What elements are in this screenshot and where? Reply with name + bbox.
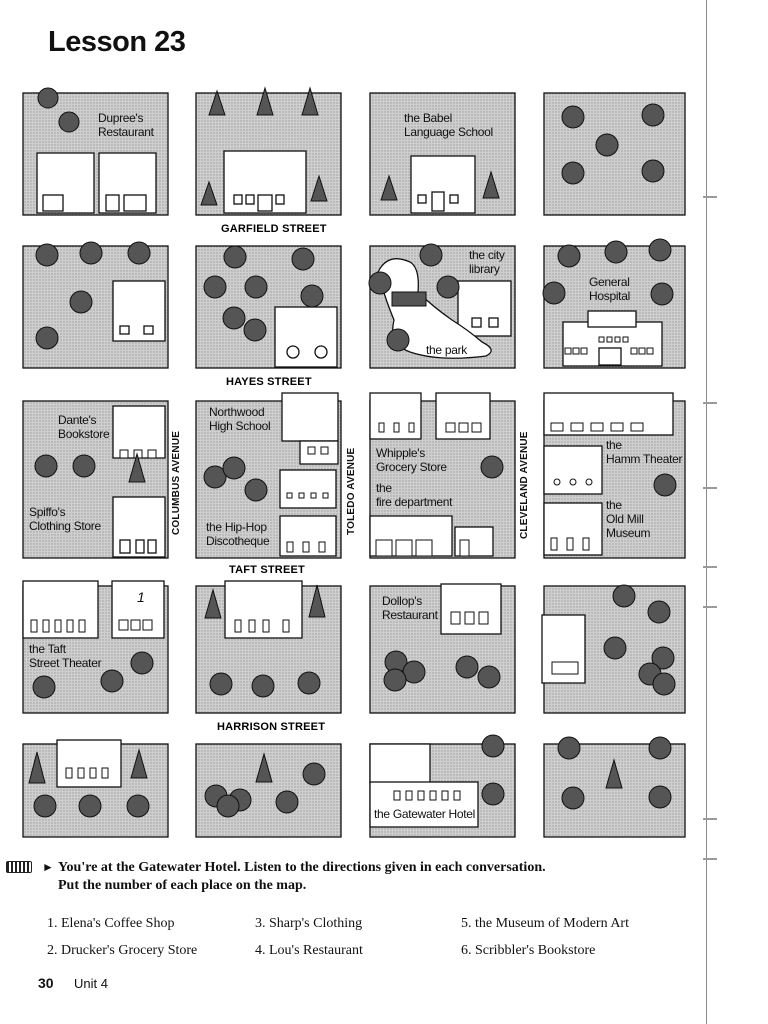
building: [299, 440, 339, 465]
lesson-title: Lesson 23: [48, 26, 186, 58]
page-edge-line: [706, 0, 707, 1024]
unit-label: Unit 4: [74, 976, 108, 991]
round-trees: [32, 87, 677, 818]
instructions: You're at the Gatewater Hotel. Listen to…: [58, 859, 546, 895]
list-item: 3. Sharp's Clothing: [255, 916, 363, 931]
edge-tick: [703, 858, 717, 860]
sample-answer-number: 1: [137, 589, 145, 605]
street-label-hayes: HAYES STREET: [226, 376, 312, 388]
edge-tick: [703, 402, 717, 404]
park-bridge: [391, 291, 427, 307]
evergreen-trees: [28, 86, 623, 789]
hamm-theater-building: [543, 445, 603, 495]
label-gatewater-hotel: the Gatewater Hotel: [374, 807, 476, 821]
edge-tick: [703, 196, 717, 198]
library-building: [457, 280, 512, 337]
list-item: 1. Elena's Coffee Shop: [47, 916, 175, 931]
cd-audio-icon: [6, 861, 32, 873]
bullet-arrow-icon: ►: [42, 860, 54, 874]
building: [279, 469, 337, 509]
instructions-line-1: You're at the Gatewater Hotel. Listen to…: [58, 860, 546, 875]
street-label-garfield: GARFIELD STREET: [221, 223, 327, 235]
avenue-label-cleveland: CLEVELAND AVENUE: [519, 431, 530, 539]
edge-tick: [703, 487, 717, 489]
edge-tick: [703, 566, 717, 568]
street-label-harrison: HARRISON STREET: [217, 721, 325, 733]
list-item: 6. Scribbler's Bookstore: [461, 943, 596, 958]
dollops-restaurant-building: [440, 583, 502, 635]
avenue-label-columbus: COLUMBUS AVENUE: [171, 430, 182, 535]
avenue-label-toledo: TOLEDO AVENUE: [346, 447, 357, 535]
label-park: the park: [426, 343, 467, 357]
list-item: 4. Lou's Restaurant: [255, 943, 363, 958]
instructions-line-2: Put the number of each place on the map.: [58, 878, 307, 893]
building: [56, 739, 122, 788]
street-label-taft: TAFT STREET: [229, 564, 305, 576]
gatewater-hotel-building: [369, 743, 431, 785]
edge-tick: [703, 818, 717, 820]
list-item: 5. the Museum of Modern Art: [461, 916, 629, 931]
page-number: 30: [38, 975, 54, 991]
building: [274, 306, 338, 368]
northwood-high-school-building: [281, 392, 339, 442]
edge-tick: [703, 606, 717, 608]
list-item: 2. Drucker's Grocery Store: [47, 943, 198, 958]
gatewater-hotel-wing: [369, 781, 479, 828]
city-map: GARFIELD STREET HAYES STREET TAFT STREET…: [22, 86, 686, 838]
windows: [30, 336, 654, 801]
hospital-building-top: [587, 310, 637, 328]
building: [543, 392, 674, 436]
